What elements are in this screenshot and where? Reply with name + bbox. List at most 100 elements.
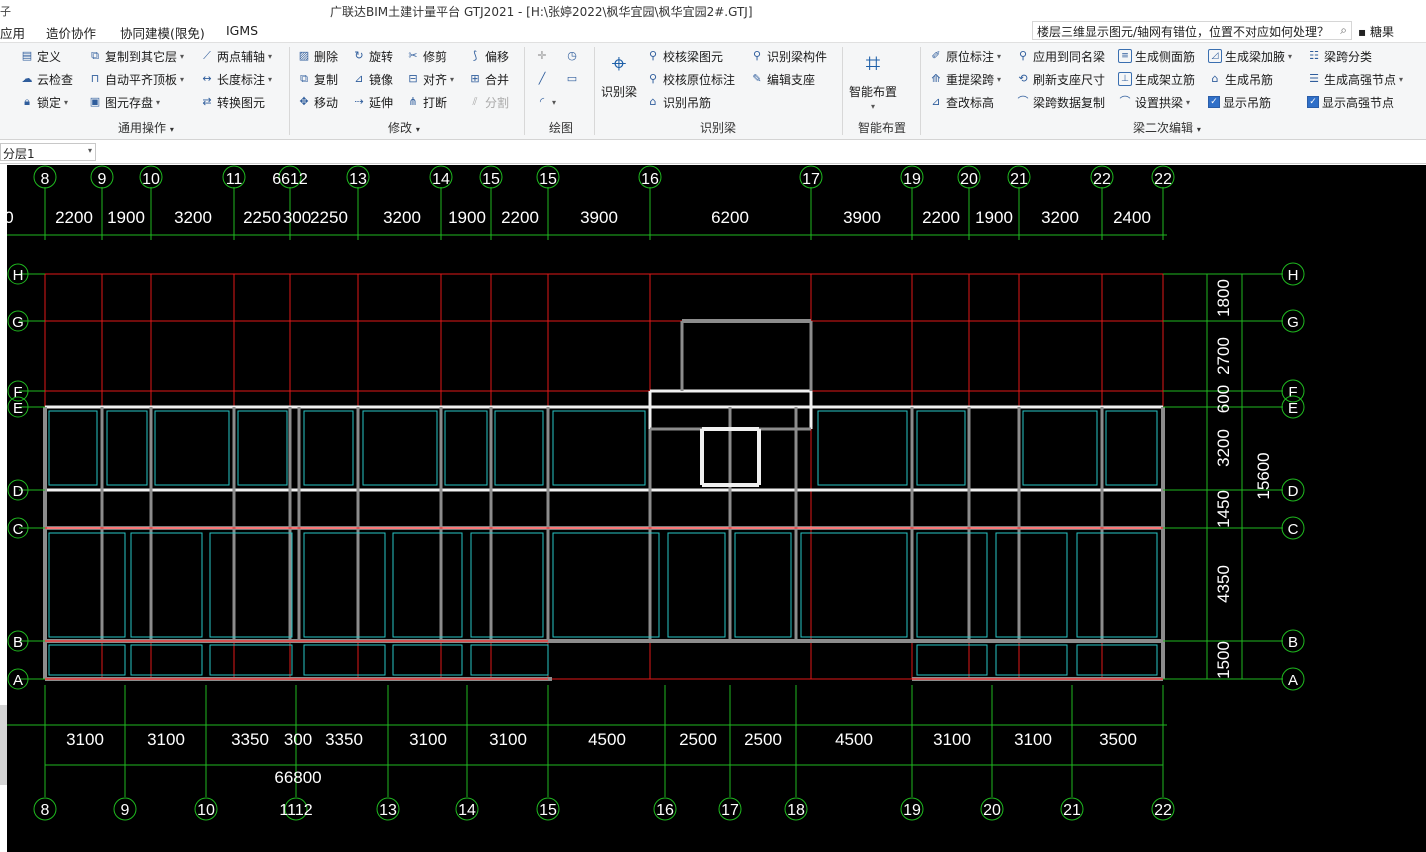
- copy-to-floor-button[interactable]: ⧉复制到其它层▾: [88, 47, 184, 65]
- top-dimension-label: 6200: [711, 208, 749, 227]
- cloud-check-button[interactable]: ☁云检查: [21, 72, 74, 87]
- define-button[interactable]: ▤定义: [21, 49, 62, 64]
- arch-beam-icon: ⌒: [1119, 95, 1131, 108]
- group-label-general[interactable]: 通用操作 ▾: [118, 121, 174, 135]
- move-button[interactable]: ✥移动: [297, 93, 338, 111]
- chevron-down-icon: ▾: [1399, 74, 1404, 84]
- trim-button[interactable]: ✂修剪: [406, 47, 447, 65]
- axis-bubble: [536, 165, 560, 189]
- left-row-label: F: [13, 384, 22, 401]
- bottom-dimension-label: 4500: [588, 730, 626, 749]
- menu-collab-modeling[interactable]: 协同建模(限免): [120, 26, 205, 41]
- right-row-label: B: [1288, 634, 1298, 651]
- check-beam-elements-button[interactable]: ⚲校核梁图元: [646, 47, 723, 65]
- convert-elements-button[interactable]: ⇄转换图元: [200, 93, 265, 111]
- top-dimension-label: 2250: [243, 208, 281, 227]
- bottom-dimension-label: 3350: [231, 730, 269, 749]
- delete-button[interactable]: ▨删除: [298, 49, 339, 64]
- layer-select[interactable]: 分层1 ▾: [0, 143, 96, 161]
- axis-bubble: [900, 165, 924, 189]
- smart-layout-big-button[interactable]: ⌗ 智能布置 ▾: [849, 49, 898, 111]
- beam-outline: [995, 532, 1068, 638]
- two-point-aux-axis-button[interactable]: ⟋两点辅轴▾: [200, 47, 272, 65]
- group-label-smart: 智能布置: [858, 121, 907, 135]
- break-button[interactable]: ⋔打断: [406, 93, 447, 111]
- search-icon[interactable]: ⌕: [1340, 23, 1347, 37]
- top-axis-label: 13: [349, 171, 367, 188]
- query-elevation-button[interactable]: ⊿查改标高: [929, 93, 994, 111]
- top-dimension-label: 2200: [501, 208, 539, 227]
- recognize-beam-component-button[interactable]: ⚲识别梁构件: [750, 47, 827, 65]
- set-arch-beam-button[interactable]: ⌒设置拱梁▾: [1119, 95, 1191, 110]
- menu-apply[interactable]: 应用: [0, 26, 26, 41]
- draw-point-button[interactable]: ✛: [535, 47, 549, 65]
- lock-button[interactable]: 🔒︎锁定▾: [20, 93, 68, 111]
- extend-button[interactable]: ⇢延伸: [352, 93, 393, 111]
- top-axis-label: 21: [1010, 171, 1028, 188]
- inplace-annotation-button[interactable]: ✐原位标注▾: [929, 47, 1001, 65]
- hanger-icon: ⌂: [649, 95, 657, 108]
- length-dimension-button[interactable]: ↔长度标注▾: [200, 70, 272, 88]
- span-data-copy-button[interactable]: ⌒梁跨数据复制: [1017, 95, 1106, 110]
- recognize-hanger-button[interactable]: ⌂识别吊筋: [646, 93, 712, 111]
- axis-bubble: [718, 797, 742, 821]
- group-label-beam-edit[interactable]: 梁二次编辑 ▾: [1133, 121, 1201, 135]
- menu-cost-collab[interactable]: 造价协作: [46, 26, 97, 41]
- axis-grid-lines: [44, 273, 1164, 680]
- bottom-dimension-label: 3100: [66, 730, 104, 749]
- top-dimension-label: 2200: [922, 208, 960, 227]
- gen-side-rebar-button[interactable]: ≡生成侧面筋: [1118, 47, 1195, 65]
- right-row-label: F: [1288, 384, 1297, 401]
- left-row-label: D: [13, 483, 24, 500]
- arc-icon: ◜: [539, 95, 545, 108]
- dimension-lines: [7, 187, 1283, 797]
- refresh-support-size-button[interactable]: ⟲刷新支座尺寸: [1016, 70, 1105, 88]
- check-annotation-icon: ⚲: [648, 72, 658, 85]
- side-panel-handle[interactable]: [0, 705, 7, 785]
- apply-same-beam-button[interactable]: ⚲应用到同名梁: [1016, 47, 1105, 65]
- auto-align-slab-button[interactable]: ⊓自动平齐顶板▾: [88, 70, 184, 88]
- gen-haunch-button[interactable]: ◿生成梁加腋▾: [1208, 47, 1292, 65]
- rotate-button[interactable]: ↻旋转: [352, 47, 393, 65]
- split-button[interactable]: ⫽分割: [468, 93, 509, 111]
- check-inplace-annotation-button[interactable]: ⚲校核原位标注: [646, 70, 735, 88]
- span-classify-button[interactable]: ☷梁跨分类: [1307, 47, 1372, 65]
- draw-line-button[interactable]: ╱: [535, 70, 549, 88]
- draw-arc-button[interactable]: ◜▾: [535, 93, 556, 111]
- mirror-button[interactable]: ⊿镜像: [352, 70, 393, 88]
- right-total-label: 15600: [1254, 452, 1273, 499]
- offset-button[interactable]: ⟆偏移: [468, 47, 509, 65]
- recognize-beam-big-button[interactable]: ⌖ 识别梁: [601, 49, 638, 99]
- draw-rotate-point-button[interactable]: ◷: [565, 47, 579, 65]
- re-extract-span-button[interactable]: ⟰重提梁跨▾: [929, 70, 1001, 88]
- align-button[interactable]: ⊟对齐▾: [406, 70, 454, 88]
- user-account[interactable]: ▪ 糖果: [1358, 23, 1394, 40]
- save-elements-button[interactable]: ▣图元存盘▾: [89, 95, 161, 110]
- gen-hanger-button[interactable]: ⌂生成吊筋: [1208, 70, 1274, 88]
- merge-button[interactable]: ⊞合并: [468, 70, 509, 88]
- group-label-modify[interactable]: 修改 ▾: [388, 121, 420, 135]
- beam-outline: [154, 410, 230, 486]
- top-dimension-label: 1900: [107, 208, 145, 227]
- draw-rect-button[interactable]: ▭: [565, 70, 579, 88]
- bottom-axis-label: 15: [539, 802, 557, 819]
- trim-icon: ✂: [408, 49, 418, 62]
- group-label-recognize: 识别梁: [700, 121, 737, 135]
- copy-button[interactable]: ⧉复制: [297, 70, 338, 88]
- show-hanger-checkbox[interactable]: ✓显示吊筋: [1208, 93, 1271, 111]
- gen-high-strength-node-button[interactable]: ☰生成高强节点▾: [1307, 70, 1403, 88]
- span-classify-icon: ☷: [1309, 49, 1319, 62]
- show-high-strength-checkbox[interactable]: ✓显示高强节点: [1307, 93, 1394, 111]
- help-search-input[interactable]: 楼层三维显示图元/轴网有错位，位置不对应如何处理？ ⌕: [1032, 21, 1352, 40]
- edit-support-button[interactable]: ✎编辑支座: [750, 70, 815, 88]
- top-axis-label: 9: [98, 171, 107, 188]
- haunch-icon: ◿: [1208, 49, 1222, 63]
- beam-outline: [800, 532, 908, 638]
- quick-access-glyph[interactable]: 子: [0, 5, 11, 18]
- menu-igms[interactable]: IGMS: [226, 23, 259, 38]
- gen-erection-rebar-button[interactable]: ⊥生成架立筋: [1118, 70, 1195, 88]
- axis-bubble: [536, 797, 560, 821]
- chevron-down-icon: ▾: [450, 74, 455, 84]
